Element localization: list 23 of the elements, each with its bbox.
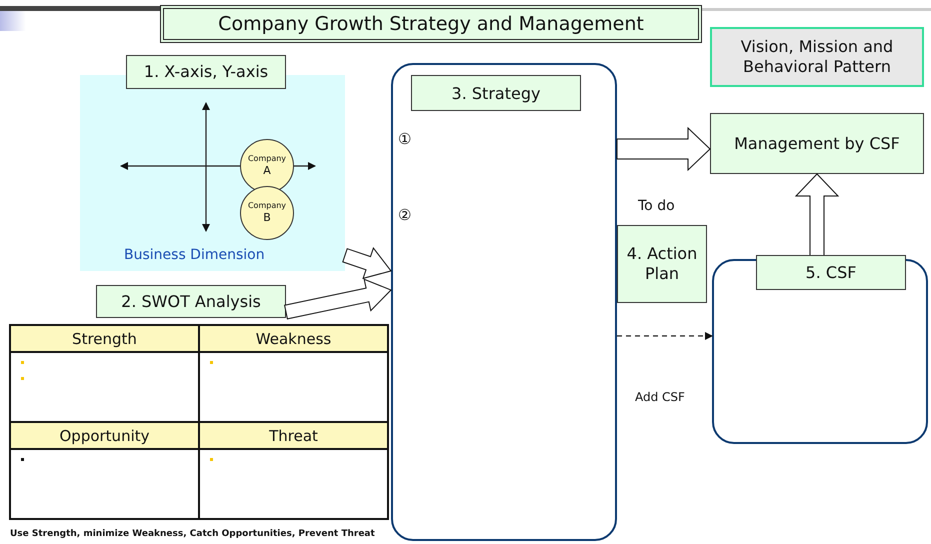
process-box: 4. Action Plan	[617, 225, 707, 303]
block-arrow	[616, 126, 711, 172]
list-number: ②	[398, 206, 412, 224]
block-arrow	[284, 278, 392, 320]
axis-caption: Business Dimension	[124, 247, 265, 264]
table-header: Threat	[199, 422, 388, 449]
table-header: Opportunity	[10, 422, 199, 449]
title-box: Company Growth Strategy and Management	[160, 5, 702, 43]
block-arrow	[342, 247, 392, 280]
footnote: Use Strength, minimize Weakness, Catch Opportunities, Prevent Threat	[10, 529, 375, 539]
section-heading: 5. CSF	[756, 255, 906, 290]
table-header: Weakness	[199, 325, 388, 352]
process-box: 2. SWOT Analysis	[96, 285, 286, 318]
note-text: To do	[638, 198, 675, 214]
company-circle: Company B	[240, 186, 294, 240]
section-heading: 1. X-axis, Y-axis	[126, 55, 286, 89]
list-number: ①	[398, 130, 412, 148]
rounded-frame	[391, 63, 617, 541]
section-heading: 3. Strategy	[411, 75, 581, 111]
process-box: Management by CSF	[710, 113, 924, 174]
note-box: Vision, Mission and Behavioral Pattern	[710, 27, 924, 87]
table-header: Strength	[10, 325, 199, 352]
arrow	[617, 332, 713, 340]
